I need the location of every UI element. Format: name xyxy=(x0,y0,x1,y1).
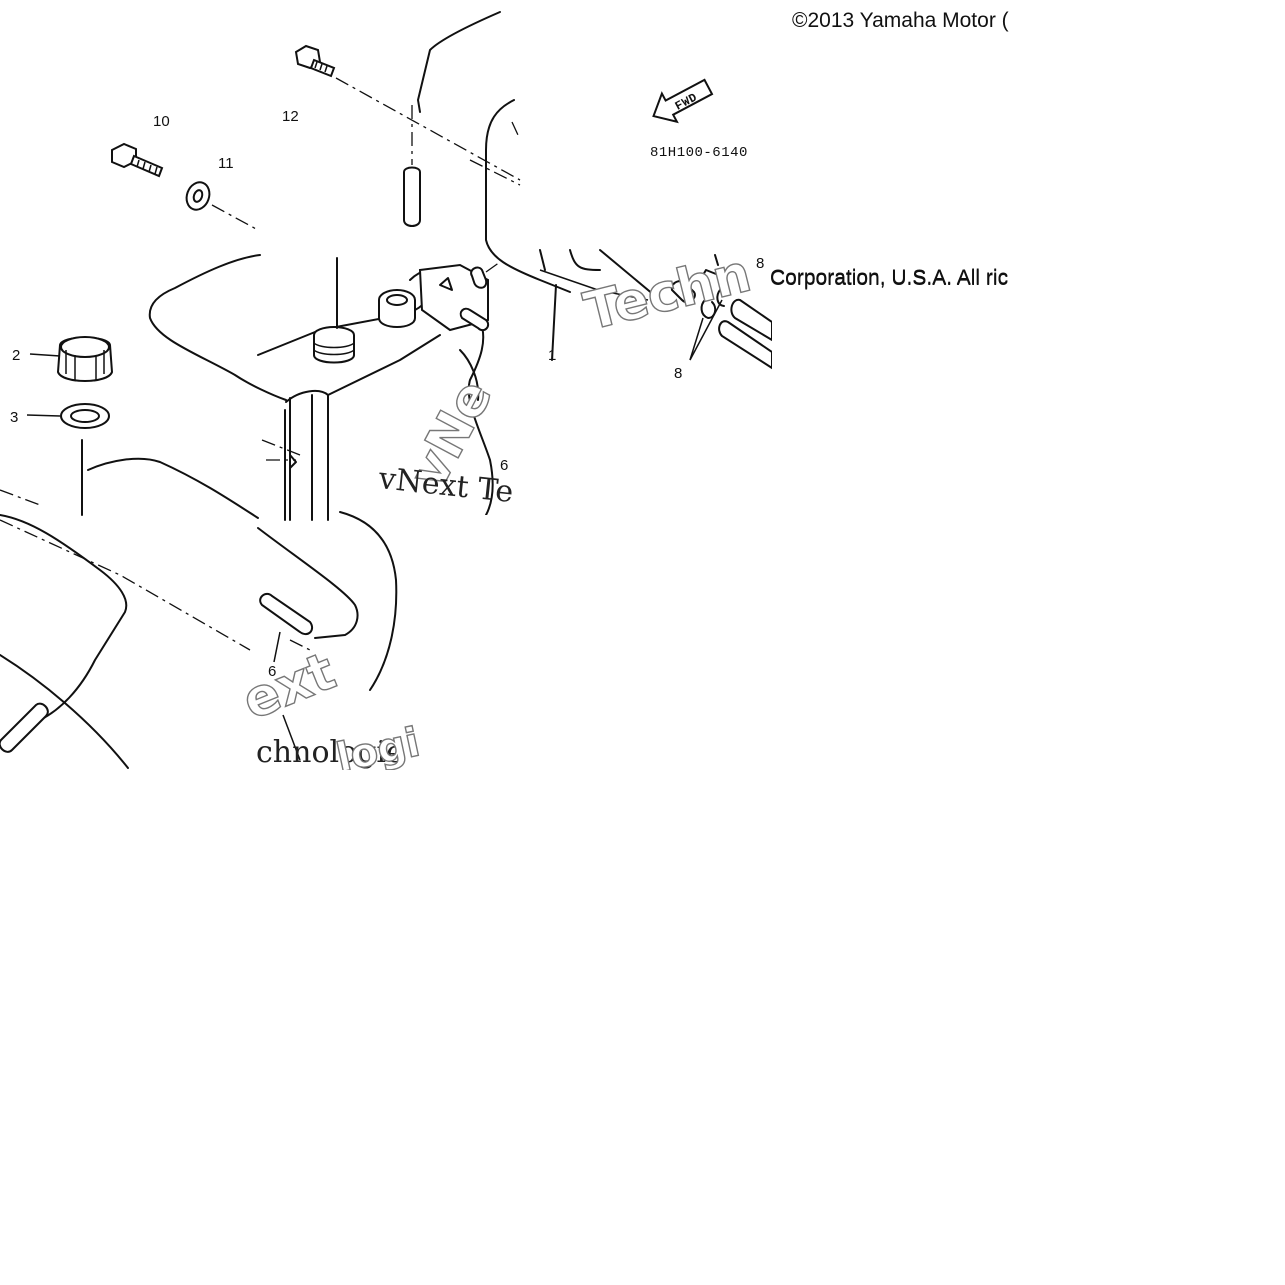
diagram-code: 81H100-6140 xyxy=(650,145,748,161)
bolt-12 xyxy=(294,44,336,78)
lower-tank xyxy=(0,457,398,769)
washer-11 xyxy=(185,181,211,211)
callout-10: 10 xyxy=(153,113,170,130)
gasket-3 xyxy=(60,403,110,429)
watermark-chnologie: chnologie xyxy=(256,735,404,770)
callout-1: 1 xyxy=(548,347,556,364)
callout-8a: 8 xyxy=(756,255,764,272)
callout-6b: 6 xyxy=(500,457,508,474)
copyright-text-top: ©2013 Yamaha Motor ( xyxy=(792,9,1009,32)
watermark-vnext-line: vNext Te xyxy=(376,461,515,510)
hose-vertical xyxy=(403,105,421,227)
hose-6 xyxy=(0,592,314,753)
callout-3: 3 xyxy=(10,409,18,426)
cap-2 xyxy=(56,336,114,382)
callout-12: 12 xyxy=(282,108,299,125)
callouts: 2 3 10 11 12 8 8 1 6 6 xyxy=(10,108,764,680)
copyright-text-bottom: Corporation, U.S.A. All ric xyxy=(770,266,1008,289)
bolt-10 xyxy=(111,142,164,178)
callout-8b: 8 xyxy=(674,365,682,382)
main-tank xyxy=(148,254,501,521)
copyright-line2: Corporation, U.S.A. All ric xyxy=(770,267,1008,290)
callout-11: 11 xyxy=(218,155,234,172)
callout-2: 2 xyxy=(12,347,20,364)
upper-tank xyxy=(417,11,661,301)
callout-6: 6 xyxy=(268,663,276,680)
right-hoses xyxy=(670,254,773,370)
fwd-arrow: FWD xyxy=(652,78,714,124)
